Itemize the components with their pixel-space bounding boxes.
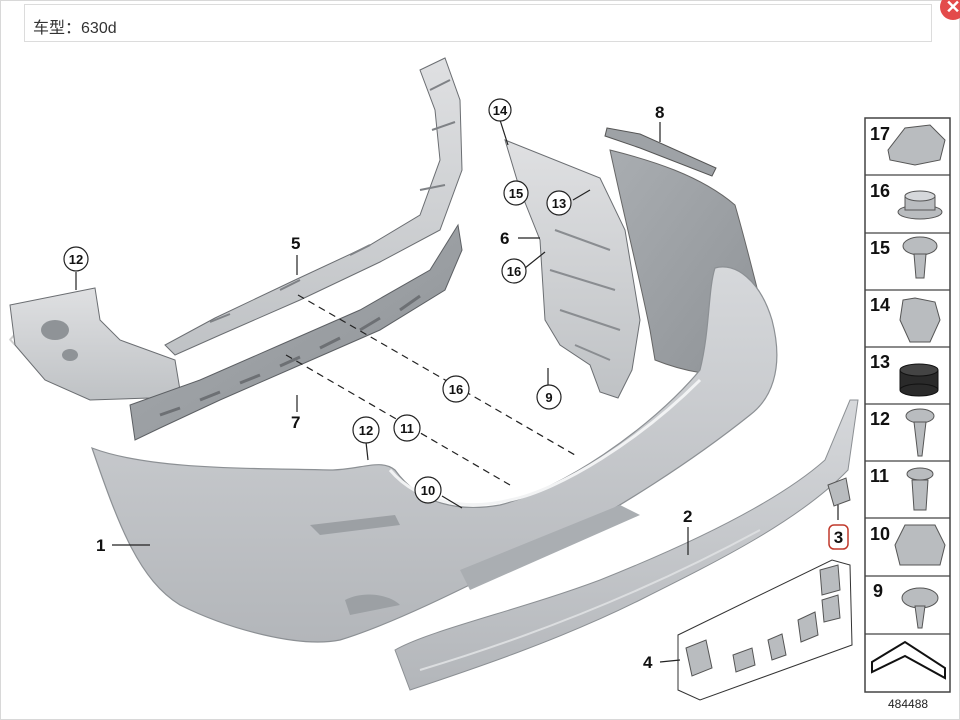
model-label: 车型： — [33, 20, 82, 37]
callout-12-center: 12 — [352, 416, 380, 444]
svg-text:16: 16 — [507, 264, 521, 279]
sidebar-label-16: 16 — [870, 181, 890, 201]
label-part-4: 4 — [643, 653, 653, 672]
svg-text:10: 10 — [421, 483, 435, 498]
diagram-number: 484488 — [888, 697, 928, 711]
sidebar-label-14: 14 — [870, 295, 890, 315]
part-12-left-bracket — [9, 287, 181, 401]
part-8-strip — [604, 127, 717, 177]
model-value: 630d — [81, 20, 117, 37]
parts-sidebar: 17 16 15 14 13 12 11 — [864, 117, 951, 693]
callout-12-left: 12 — [63, 246, 89, 272]
part-3-cap — [827, 477, 851, 507]
rivet-11-icon — [906, 467, 934, 511]
sidebar-label-10: 10 — [870, 524, 890, 544]
screw-12-icon — [905, 408, 935, 457]
svg-text:14: 14 — [493, 103, 508, 118]
part-1-bumper-cover — [91, 266, 778, 643]
model-text: 车型：630d — [33, 14, 117, 38]
model-bar: 车型：630d — [24, 4, 932, 42]
sidebar-label-15: 15 — [870, 238, 890, 258]
sidebar-label-17: 17 — [870, 124, 890, 144]
part-4-box — [677, 559, 853, 701]
part-2-diffuser — [394, 399, 859, 691]
sidebar-label-13: 13 — [870, 352, 890, 372]
label-part-5: 5 — [291, 234, 300, 253]
part-7-reinforcement — [129, 223, 463, 441]
callout-11: 11 — [393, 414, 421, 442]
part-5-carrier — [164, 57, 463, 356]
svg-text:3: 3 — [834, 528, 843, 547]
svg-text:9: 9 — [545, 390, 552, 405]
label-part-7: 7 — [291, 413, 300, 432]
callout-16-right: 16 — [501, 258, 527, 284]
svg-text:13: 13 — [552, 196, 566, 211]
svg-text:12: 12 — [359, 423, 373, 438]
callout-9: 9 — [536, 384, 562, 410]
callout-14: 14 — [488, 98, 512, 122]
screw-9-icon — [901, 587, 939, 629]
part-4-brackets — [685, 564, 841, 677]
callout-3: 3 — [828, 524, 849, 550]
sidebar-label-11: 11 — [870, 466, 889, 486]
sheet-metal-icon — [871, 640, 946, 680]
svg-text:12: 12 — [69, 252, 83, 267]
label-part-8: 8 — [655, 103, 664, 122]
label-part-6: 6 — [500, 229, 509, 248]
part-6-bracket — [504, 139, 641, 399]
clip-14-icon — [899, 297, 941, 343]
sidebar-label-9: 9 — [873, 581, 883, 601]
callout-13: 13 — [546, 190, 572, 216]
clip-17-icon — [887, 124, 946, 166]
clip-10-icon — [894, 524, 946, 566]
callout-16-dashed: 16 — [442, 375, 470, 403]
prev-arrow-icon[interactable]: ‹ — [8, 322, 18, 353]
svg-text:16: 16 — [449, 382, 463, 397]
callout-10: 10 — [414, 476, 442, 504]
screw-15-icon — [902, 236, 938, 279]
grommet-13-icon — [899, 363, 939, 397]
callout-15: 15 — [503, 180, 529, 206]
sidebar-label-12: 12 — [870, 409, 890, 429]
close-icon[interactable]: ✕ — [940, 0, 960, 20]
svg-text:11: 11 — [400, 421, 414, 436]
svg-text:15: 15 — [509, 186, 523, 201]
label-part-2: 2 — [683, 507, 692, 526]
label-part-1: 1 — [96, 536, 105, 555]
nut-16-icon — [897, 190, 943, 220]
